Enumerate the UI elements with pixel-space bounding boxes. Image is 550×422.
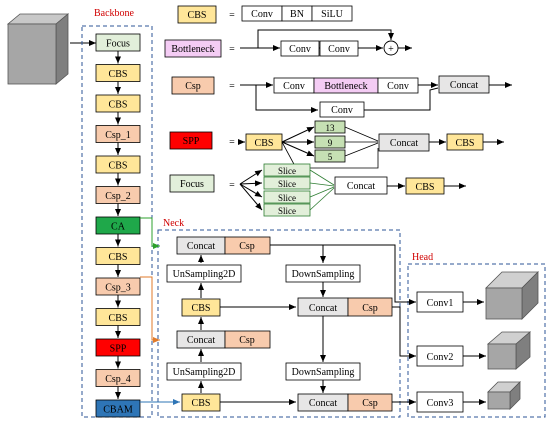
legend-cbs: CBS = Conv BN SiLU: [177, 5, 353, 24]
legend-bottleneck-conv-1-label: Conv: [289, 44, 311, 55]
neck-csp-1-label: Csp: [239, 241, 255, 252]
head-output-cube-medium: [486, 331, 532, 370]
backbone-block-8-label: CBS: [109, 252, 128, 263]
backbone-block-4-label: Csp_1: [105, 130, 131, 141]
legend-focus-slice-4-label: Slice: [278, 206, 296, 216]
legend-csp-bottleneck-label: Bottleneck: [324, 81, 367, 92]
backbone-block-1-label: Focus: [106, 39, 130, 50]
legend-spp: SPP = CBS 13 9 5 Concat CBS: [169, 120, 504, 169]
legend-bottleneck-key-label: Bottleneck: [171, 44, 214, 55]
legend-cbs-bn-label: BN: [290, 9, 304, 20]
legend-spp-pool-13-label: 13: [326, 123, 336, 133]
legend-spp-cbs-out-label: CBS: [456, 138, 475, 149]
neck-upsampling-2: [166, 362, 242, 381]
head-conv1-label: Conv1: [427, 298, 454, 309]
neck-downsampling-1-label: DownSampling: [292, 269, 355, 280]
head-output-cube-small: [487, 381, 521, 410]
head-title: Head: [412, 252, 433, 263]
backbone-block-11-label: SPP: [110, 344, 127, 355]
neck-concat-3-label: Concat: [309, 303, 338, 314]
neck-upsampling-1: [166, 264, 242, 283]
backbone-block-5-label: CBS: [109, 161, 128, 172]
neck-network: Concat Csp UnSampling2D CBS Concat Csp U…: [166, 236, 393, 412]
legend-cbs-silu: [311, 5, 353, 22]
head-network: Conv1 Conv2 Conv3: [416, 271, 539, 413]
legend-focus-slice-3-label: Slice: [278, 193, 296, 203]
neck-to-conv2-arrow: [392, 306, 416, 359]
legend-focus-concat-label: Concat: [347, 181, 376, 192]
legend-spp-key: [169, 131, 213, 150]
legend-csp-conv-bottom-label: Conv: [331, 105, 353, 116]
legend-csp-equals: =: [229, 81, 235, 92]
legend-cbs-silu-label: SiLU: [321, 9, 343, 20]
backbone-block-12-label: Csp_4: [105, 374, 131, 385]
neck-csp-2: [224, 330, 271, 349]
neck-concat-1-label: Concat: [187, 241, 216, 252]
legend-spp-concat-label: Concat: [390, 138, 419, 149]
legend-cbs-conv-label: Conv: [251, 9, 273, 20]
neck-cbs-2-label: CBS: [192, 398, 211, 409]
legend-bottleneck: Bottleneck = Conv Conv +: [164, 29, 412, 58]
legend-bottleneck-conv-2-label: Conv: [328, 44, 350, 55]
legend-focus: Focus = Slice Slice Slice Slice Concat C…: [169, 163, 466, 217]
backbone-block-9-label: Csp_3: [105, 283, 131, 294]
legend-focus-cbs-out-label: CBS: [416, 182, 435, 193]
head-output-cube-large: [485, 271, 539, 320]
neck-concat-2-label: Concat: [187, 335, 216, 346]
legend-focus-key: [169, 174, 215, 193]
neck-downsampling-2-label: DownSampling: [292, 367, 355, 378]
legend-spp-equals: =: [229, 137, 235, 148]
backbone-block-6-label: Csp_2: [105, 191, 131, 202]
backbone-block-13-label: CBAM: [103, 405, 133, 416]
legend-csp-conv-2-label: Conv: [387, 81, 409, 92]
neck-cbs-1-label: CBS: [192, 303, 211, 314]
backbone-block-7-label: CA: [111, 222, 126, 233]
neck-csp-2-label: Csp: [239, 335, 255, 346]
csp3-to-neck-link: [140, 276, 160, 343]
legend-spp-pool-5-label: 5: [328, 152, 333, 162]
legend-csp-key-label: Csp: [185, 81, 201, 92]
legend-focus-key-label: Focus: [180, 179, 204, 190]
neck-concat-4-label: Concat: [309, 398, 338, 409]
legend-csp-concat-label: Concat: [450, 80, 479, 91]
backbone-title: Backbone: [94, 8, 135, 19]
legend-bottleneck-equals: =: [229, 44, 235, 55]
legend-csp-conv-1-label: Conv: [283, 81, 305, 92]
legend-cbs-key-label: CBS: [188, 10, 207, 21]
legend-spp-pool-9-label: 9: [328, 138, 333, 148]
ca-to-neck-link: [140, 217, 160, 249]
legend-cbs-equals: =: [229, 10, 235, 21]
legend-spp-key-label: SPP: [183, 136, 200, 147]
legend-bottleneck-key: [164, 39, 222, 58]
neck-to-conv1-arrow: [270, 244, 416, 305]
legend-focus-slice-2-label: Slice: [278, 179, 296, 189]
legend-cbs-key: [177, 5, 217, 24]
backbone-block-10-label: CBS: [109, 313, 128, 324]
neck-csp-4-label: Csp: [362, 398, 378, 409]
backbone-block-13: [95, 399, 141, 418]
input-image-cube: [6, 13, 70, 85]
legend-focus-slice-1-label: Slice: [278, 166, 296, 176]
head-frame: [407, 263, 546, 418]
neck-upsampling-1-label: UnSampling2D: [173, 269, 236, 280]
backbone-column: FocusCBSCBSCsp_1CBSCsp_2CACBSCsp_3CBSSPP…: [95, 33, 141, 418]
neck-frame: [157, 229, 401, 418]
legend-spp-cbs-in-label: CBS: [255, 138, 274, 149]
backbone-block-3-label: CBS: [109, 100, 128, 111]
head-conv2-label: Conv2: [427, 352, 454, 363]
neck-title: Neck: [163, 218, 184, 229]
legend-bottleneck-add-label: +: [388, 44, 394, 55]
legend-csp: Csp = Conv Bottleneck Conv Conv Concat: [171, 75, 512, 118]
backbone-frame: [81, 25, 153, 418]
neck-csp-3-label: Csp: [362, 303, 378, 314]
neck-upsampling-2-label: UnSampling2D: [173, 367, 236, 378]
backbone-block-2-label: CBS: [109, 69, 128, 80]
legend-focus-equals: =: [229, 180, 235, 191]
legend-csp-key: [171, 76, 215, 95]
head-conv3-label: Conv3: [427, 398, 454, 409]
